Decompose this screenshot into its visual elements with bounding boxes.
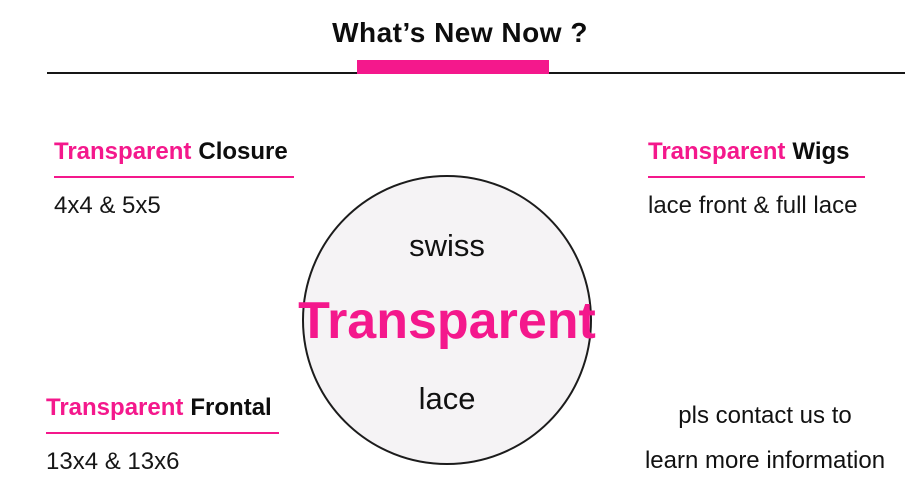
closure-heading-highlight: Transparent [54, 138, 192, 165]
frontal-heading-label: Frontal [190, 394, 272, 421]
closure-underline [54, 176, 294, 178]
closure-sizes: 4x4 & 5x5 [54, 192, 161, 219]
page-title: What’s New Now ? [332, 17, 588, 48]
circle-word-transparent: Transparent [298, 292, 596, 350]
frontal-heading-highlight: Transparent [46, 394, 184, 421]
contact-note-line1: pls contact us to [678, 402, 852, 429]
wigs-heading-label: Wigs [792, 138, 850, 165]
wigs-underline [648, 176, 865, 178]
closure-heading-label: Closure [198, 138, 288, 165]
contact-note: pls contact us to learn more information [605, 393, 920, 483]
frontal-sizes: 13x4 & 13x6 [46, 448, 180, 475]
circle-word-lace: lace [418, 381, 476, 416]
contact-note-line2: learn more information [644, 447, 886, 474]
swiss-lace-circle [302, 175, 592, 465]
frontal-underline [46, 432, 279, 434]
circle-word-swiss: swiss [409, 228, 485, 263]
wigs-types: lace front & full lace [648, 192, 858, 219]
wigs-heading-highlight: Transparent [648, 138, 786, 165]
title-accent-bar [357, 60, 549, 74]
